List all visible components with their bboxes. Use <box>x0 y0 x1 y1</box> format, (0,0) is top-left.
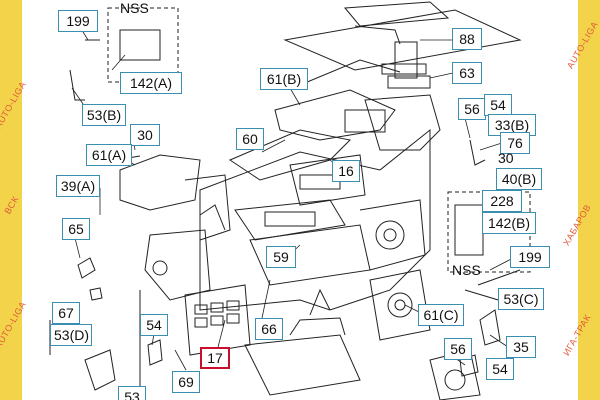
callout-54-right: 54 <box>484 94 512 116</box>
callout-40b: 40(B) <box>496 168 542 190</box>
callout-56-right: 56 <box>444 338 472 360</box>
callout-53c: 53(C) <box>498 288 544 310</box>
callout-76: 76 <box>500 132 530 154</box>
callout-88: 88 <box>452 28 482 50</box>
nss-group-label: NSS <box>120 0 149 16</box>
callout-30: 30 <box>130 124 160 146</box>
callout-65: 65 <box>62 218 90 240</box>
callout-66: 66 <box>255 318 283 340</box>
callout-61b: 61(B) <box>260 68 308 90</box>
callout-63: 63 <box>452 62 482 84</box>
callout-69: 69 <box>172 371 200 393</box>
callout-54: 54 <box>140 314 168 336</box>
nss-group-label-right: NSS <box>452 262 481 278</box>
callout-53: 53 <box>118 386 146 400</box>
callout-35: 35 <box>506 336 536 358</box>
callout-39a: 39(A) <box>56 175 100 197</box>
left-side-strip <box>0 0 22 400</box>
callout-59: 59 <box>266 246 296 268</box>
callout-228: 228 <box>482 190 522 212</box>
callout-199-right: 199 <box>510 246 550 268</box>
callout-61a: 61(A) <box>86 144 132 166</box>
callout-17-highlighted: 17 <box>200 347 230 369</box>
callout-61c: 61(C) <box>418 304 464 326</box>
callout-56: 56 <box>458 98 486 120</box>
callout-54-lower-right: 54 <box>486 358 514 380</box>
callout-60: 60 <box>236 128 264 150</box>
callout-67: 67 <box>52 302 80 324</box>
callout-142b: 142(B) <box>482 212 536 234</box>
callout-199: 199 <box>58 10 98 32</box>
callout-53d: 53(D) <box>50 324 92 346</box>
callout-142a: 142(A) <box>120 72 182 94</box>
callout-30-right: 30 <box>498 150 514 166</box>
callout-53b: 53(B) <box>82 104 126 126</box>
right-side-strip <box>578 0 600 400</box>
callout-16: 16 <box>332 160 360 182</box>
